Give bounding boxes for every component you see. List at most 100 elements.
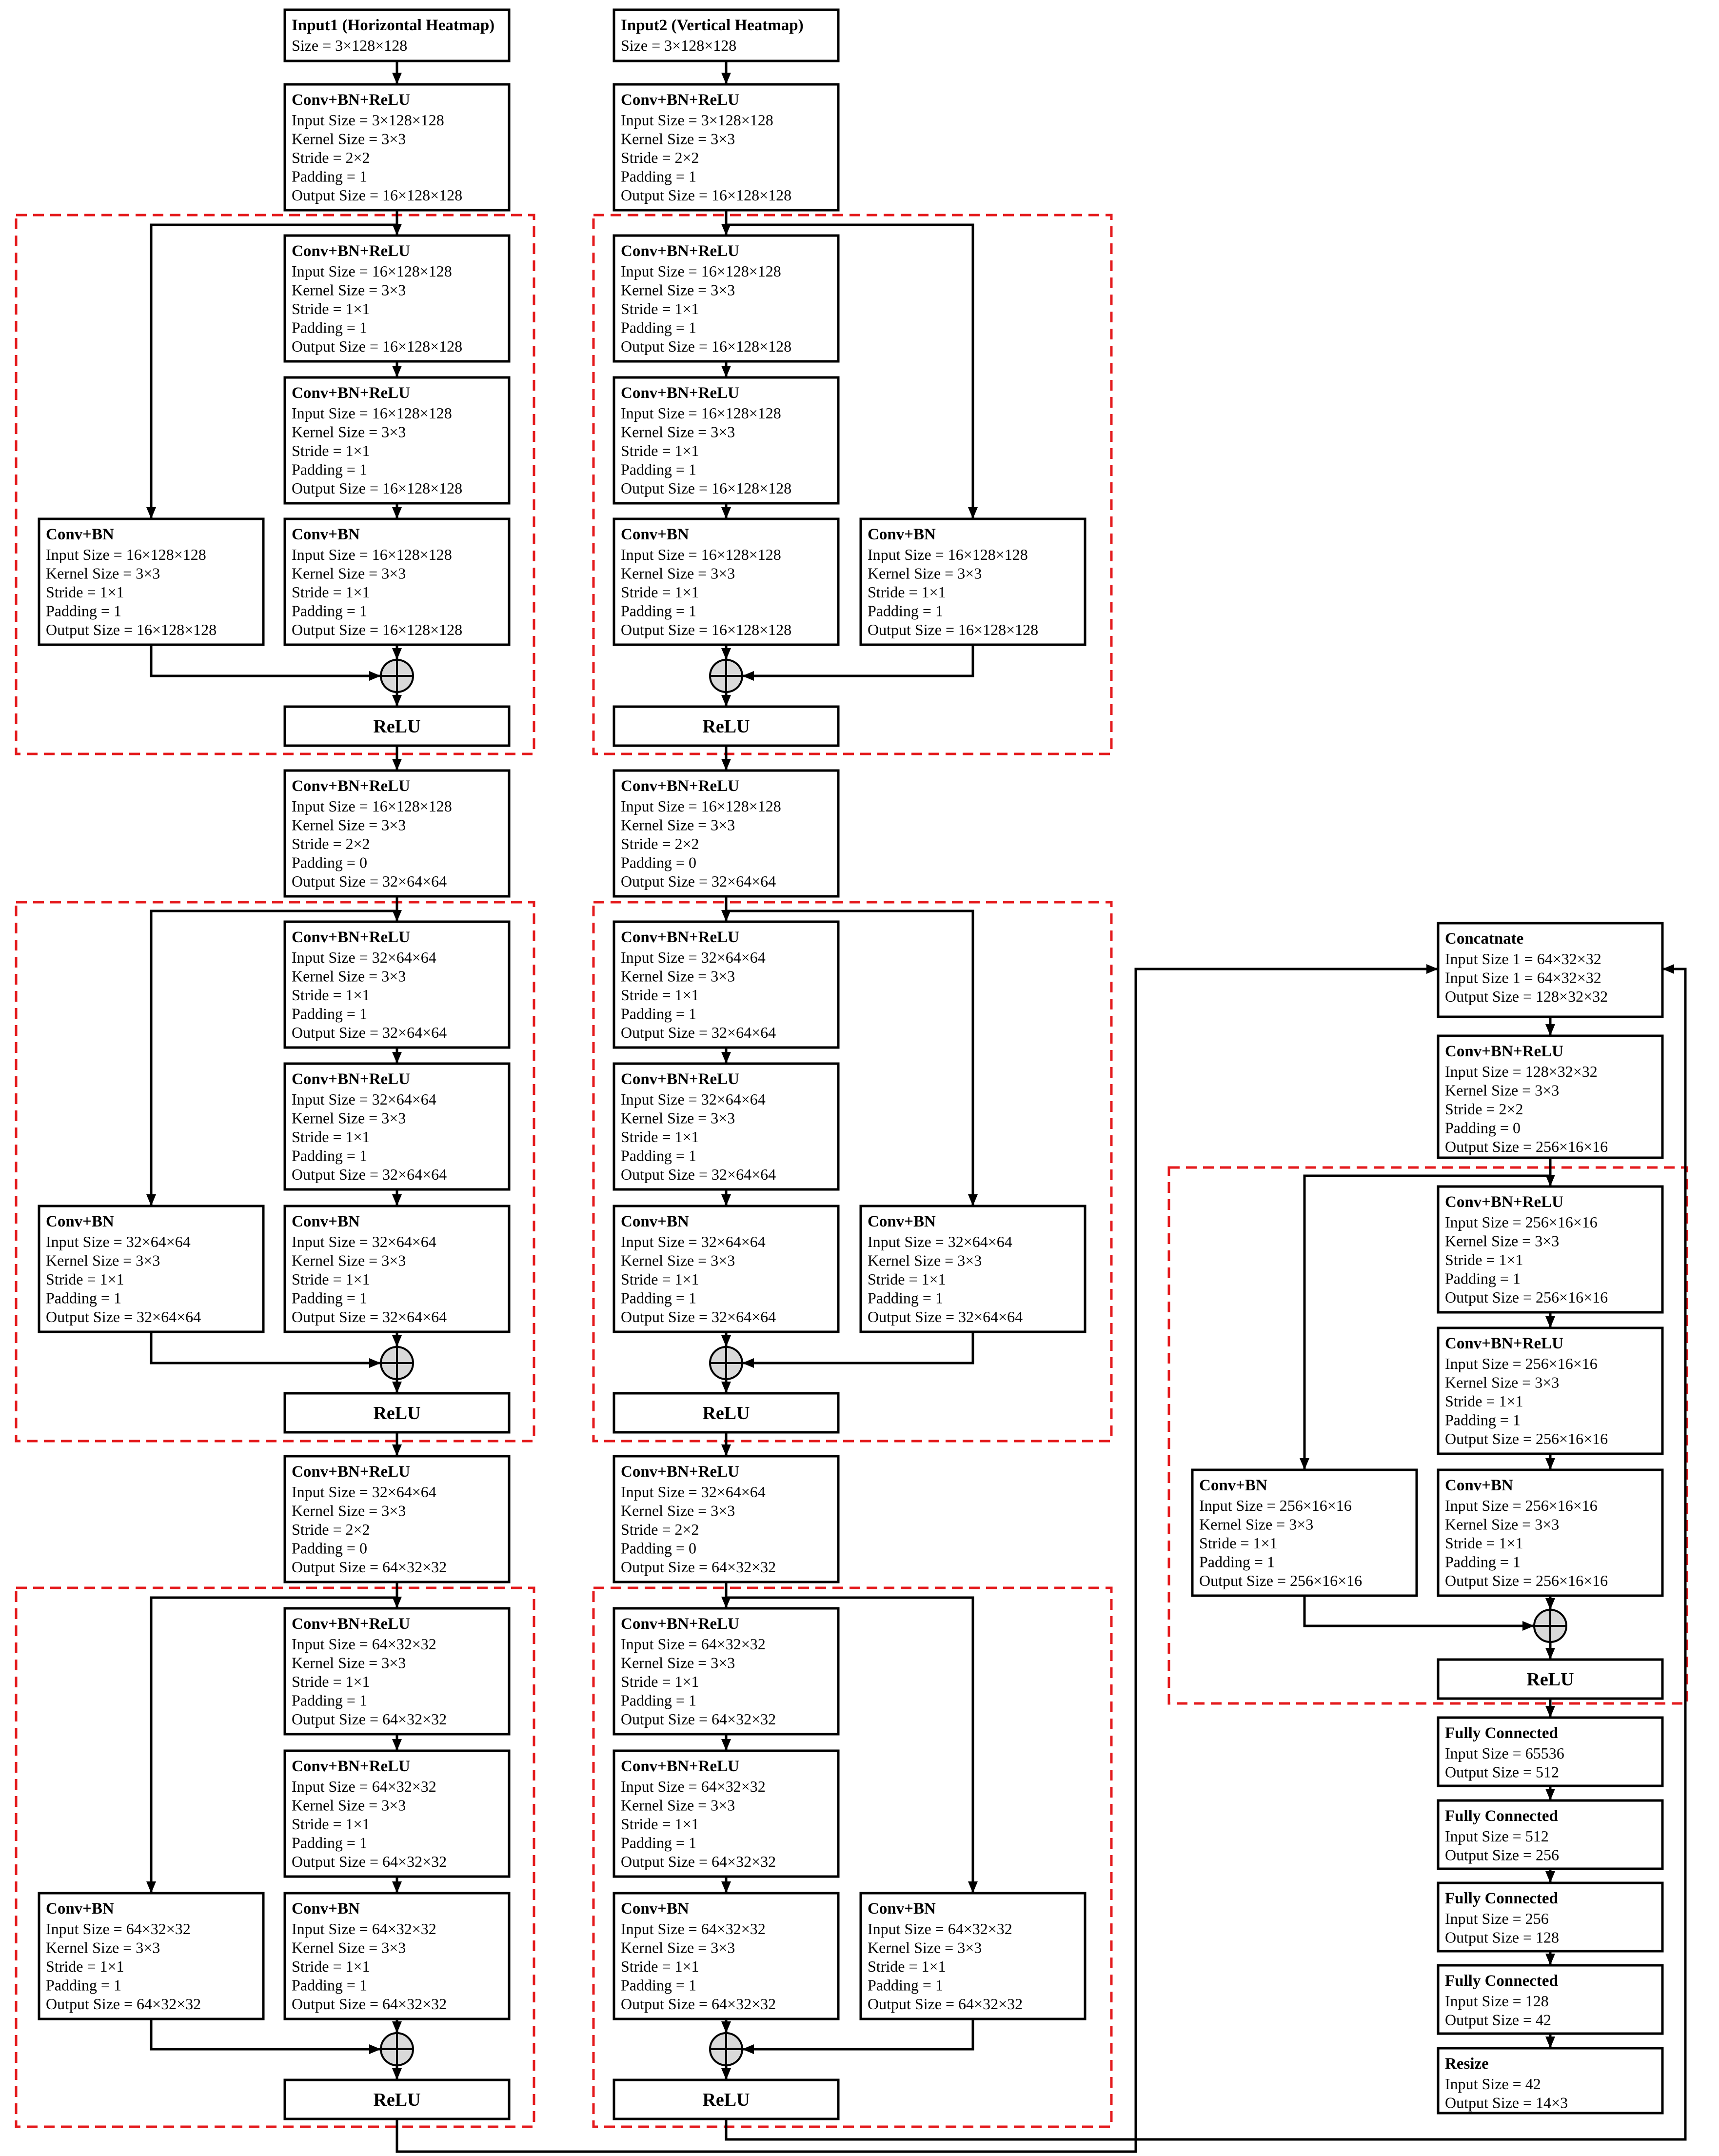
arrow <box>392 1189 402 1206</box>
block-parameter: Output Size = 256×16×16 <box>1445 1288 1608 1306</box>
arrow-left-down-1 <box>392 210 402 236</box>
arrow-head <box>721 1881 731 1893</box>
arrow-head <box>392 1194 402 1206</box>
block-parameter: Output Size = 16×128×128 <box>621 337 791 355</box>
block-frame <box>613 1205 840 1333</box>
block-parameter: Input Size = 16×128×128 <box>621 546 781 563</box>
block-parameter: Input Size = 64×32×32 <box>46 1920 191 1938</box>
block-title: Conv+BN <box>46 1213 114 1230</box>
block-parameter: Stride = 1×1 <box>868 1270 946 1288</box>
arrow <box>392 503 402 519</box>
block-parameter: Input Size = 256×16×16 <box>1445 1355 1598 1372</box>
block-parameter: Padding = 1 <box>1445 1411 1521 1429</box>
block-frame <box>283 769 511 898</box>
block-parameter: Padding = 0 <box>292 854 367 871</box>
block-parameter: Padding = 1 <box>292 1005 367 1023</box>
block-parameter: Kernel Size = 3×3 <box>1445 1516 1559 1533</box>
arrow-line <box>1303 1596 1534 1627</box>
arrow-line <box>150 1596 397 1893</box>
arrow <box>392 1332 402 1347</box>
block-parameter: Padding = 1 <box>292 461 367 478</box>
block-parameter: Padding = 1 <box>621 1834 696 1852</box>
block-parameter: Input Size = 256×16×16 <box>1199 1497 1352 1514</box>
block-parameter: Padding = 1 <box>868 602 943 620</box>
block-parameter: Stride = 1×1 <box>46 1958 124 1975</box>
arrow <box>392 1379 402 1393</box>
block-parameter: Kernel Size = 3×3 <box>621 968 735 985</box>
block-frame <box>283 705 511 747</box>
block-parameter: Kernel Size = 3×3 <box>46 1252 160 1269</box>
arrow-head <box>369 1358 381 1368</box>
arrow-line <box>726 910 974 1206</box>
arrow <box>1545 1454 1555 1470</box>
skip-merge-left <box>150 1332 381 1368</box>
arrow-input2 <box>721 61 731 84</box>
block-parameter: Kernel Size = 3×3 <box>1445 1082 1559 1099</box>
block-parameter: Kernel Size = 3×3 <box>868 1939 982 1957</box>
block-parameter: Output Size = 256×16×16 <box>1445 1572 1608 1589</box>
block-title: Fully Connected <box>1445 1972 1558 1990</box>
arrow <box>721 746 731 771</box>
block-parameter: Output Size = 32×64×64 <box>868 1308 1023 1325</box>
block-title: Conv+BN <box>292 1900 360 1918</box>
block-parameter: Stride = 1×1 <box>621 1673 699 1690</box>
arrow-head <box>1545 1706 1555 1718</box>
block-frame <box>283 234 511 363</box>
arrow-left-down-3 <box>392 1582 402 1608</box>
block-parameter: Kernel Size = 3×3 <box>46 1939 160 1957</box>
arrow <box>1545 1951 1555 1965</box>
arrow <box>392 1048 402 1064</box>
add-node <box>709 2032 743 2066</box>
block-parameter: Output Size = 16×128×128 <box>621 621 791 638</box>
block-title: Conv+BN+ReLU <box>621 1615 739 1633</box>
block-parameter: Padding = 1 <box>621 1005 696 1023</box>
block-title: Conv+BN <box>292 526 360 543</box>
block-parameter: Output Size = 64×32×32 <box>621 1853 776 1870</box>
arrow <box>392 746 402 771</box>
block-parameter: Output Size = 16×128×128 <box>868 621 1038 638</box>
block-title: ReLU <box>702 1403 750 1424</box>
block-parameter: Input Size = 3×128×128 <box>621 111 773 129</box>
block-parameter: Padding = 1 <box>292 1977 367 1994</box>
block-parameter: Output Size = 32×64×64 <box>621 1308 776 1325</box>
block-parameter: Output Size = 64×32×32 <box>292 1995 447 2013</box>
block-frame <box>613 2078 840 2120</box>
block-frame <box>283 83 511 212</box>
block-parameter: Input Size = 16×128×128 <box>621 262 781 280</box>
block-frame <box>283 8 511 62</box>
block-parameter: Padding = 1 <box>292 1834 367 1852</box>
block-title: Conv+BN <box>868 1213 936 1230</box>
arrow-head <box>721 1739 731 1751</box>
block-parameter: Padding = 1 <box>292 1147 367 1165</box>
block-frame <box>613 234 840 363</box>
arrow-head <box>721 1194 731 1206</box>
arrow-input1 <box>392 61 402 84</box>
arrow <box>1545 1312 1555 1328</box>
block-parameter: Padding = 0 <box>292 1540 367 1557</box>
block-parameter: Padding = 1 <box>46 602 121 620</box>
block-title: Fully Connected <box>1445 1724 1558 1742</box>
block-parameter: Kernel Size = 3×3 <box>868 1252 982 1269</box>
block-frame <box>613 1062 840 1191</box>
arrow <box>392 2019 402 2033</box>
skip-arrow-left <box>146 223 397 519</box>
arrow <box>1545 1869 1555 1883</box>
arrow-line <box>1303 1174 1550 1470</box>
block-title: Conv+BN <box>1445 1477 1513 1494</box>
residual-block-frame <box>1167 1166 1688 1705</box>
block-parameter: Input Size = 128×32×32 <box>1445 1063 1598 1080</box>
block-parameter: Input Size = 16×128×128 <box>292 262 452 280</box>
block-parameter: Output Size = 256 <box>1445 1846 1559 1864</box>
arrow-head <box>721 648 731 660</box>
block-title: Conv+BN <box>868 1900 936 1918</box>
arrow-head <box>1300 1458 1309 1470</box>
relu-block: ReLU <box>613 705 840 747</box>
